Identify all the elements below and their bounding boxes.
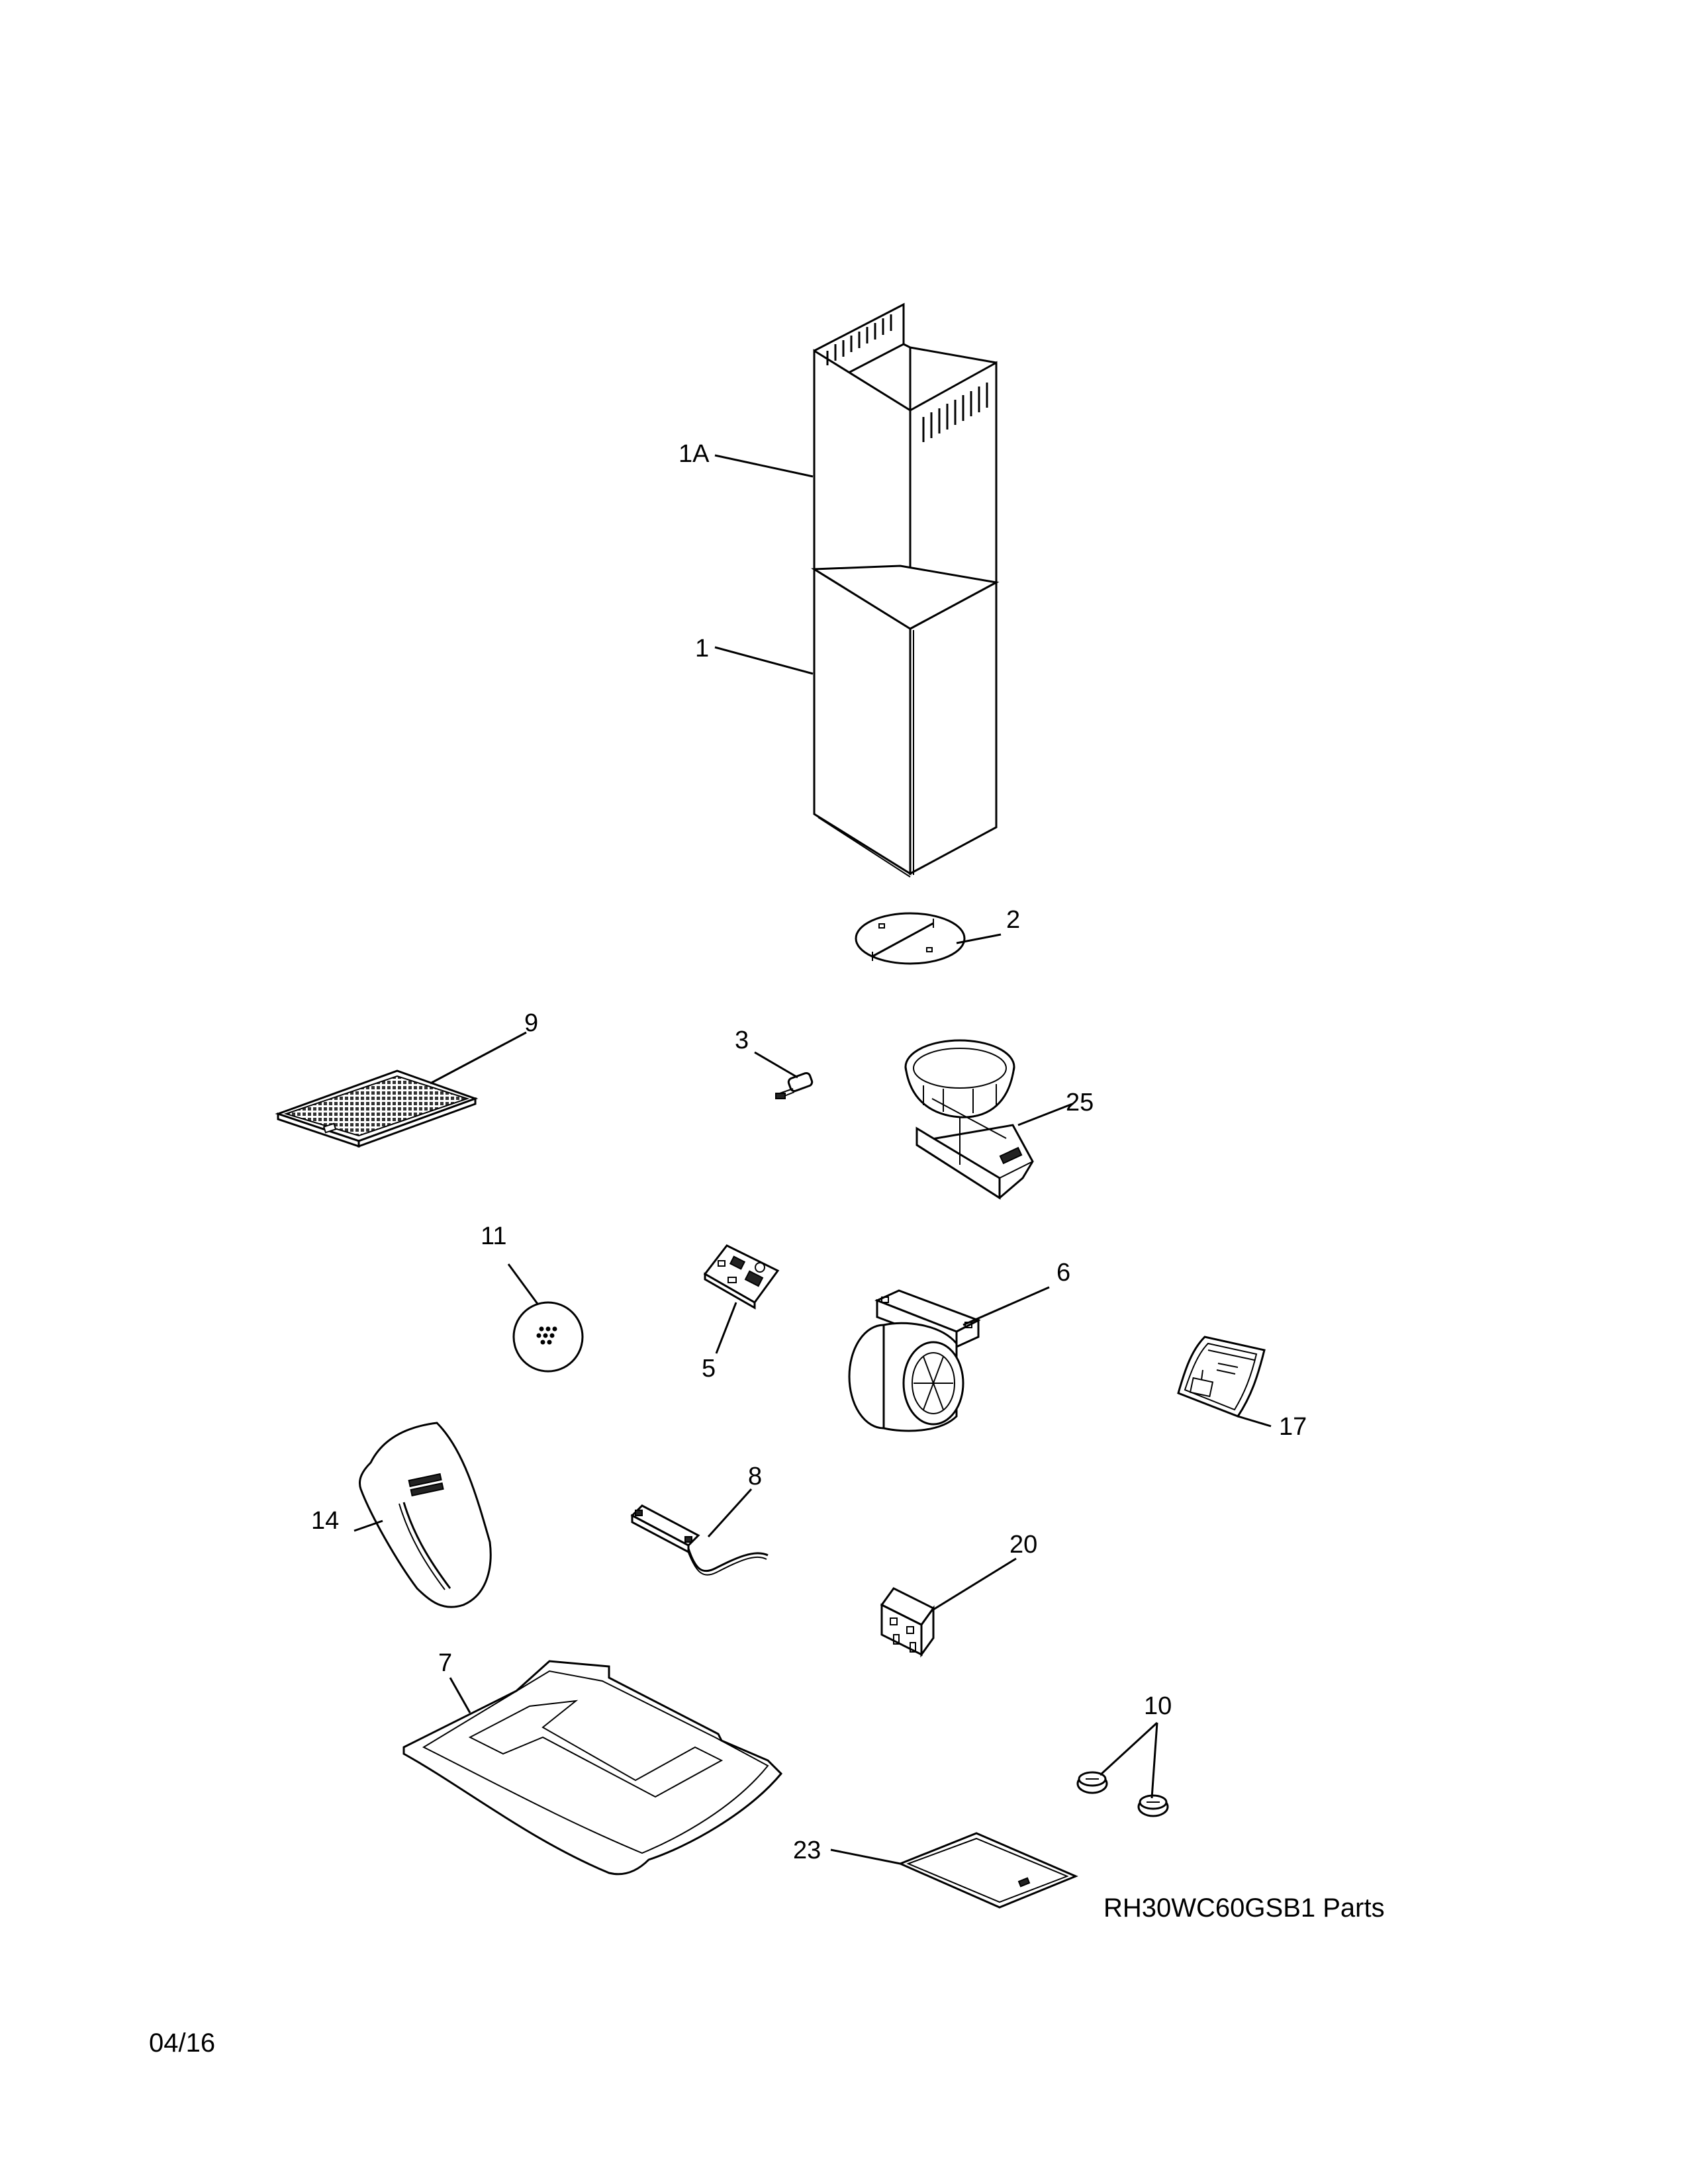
callout-labels: 1A 1 2 3 25 9 11 5 6 17 14 8 20 7 10 23	[311, 440, 1307, 1864]
blower-part	[848, 1289, 981, 1432]
capacitor-part	[775, 1071, 814, 1099]
upper-chimney-part	[813, 302, 998, 631]
callout-23: 23	[793, 1837, 821, 1864]
control-board-part	[703, 1244, 780, 1310]
callout-20: 20	[1009, 1531, 1037, 1559]
diagram-title: RH30WC60GSB1 Parts	[1103, 1893, 1385, 1923]
callout-2: 2	[1006, 906, 1020, 934]
light-bulb	[1137, 1794, 1169, 1817]
chimney-vents-right	[922, 383, 988, 442]
callout-7: 7	[438, 1649, 452, 1677]
callout-11: 11	[481, 1222, 506, 1250]
duct-plate-part	[855, 912, 966, 965]
callout-5: 5	[702, 1355, 716, 1383]
leader-lines	[353, 454, 1272, 1865]
power-supply-part	[630, 1504, 769, 1576]
date-code: 04/16	[149, 2028, 215, 2058]
callout-25: 25	[1066, 1089, 1094, 1116]
knob-dots	[536, 1326, 557, 1345]
callout-10: 10	[1144, 1692, 1172, 1720]
control-panel-cover-part	[359, 1422, 492, 1608]
light-bulb	[1076, 1771, 1108, 1794]
lower-chimney-part	[811, 565, 1000, 878]
callout-1: 1	[695, 635, 709, 662]
chimney-vents-left	[826, 314, 892, 365]
glass-canopy-part	[402, 1660, 783, 1876]
hardware-bag-part	[1177, 1336, 1266, 1418]
bracket-part	[880, 1587, 935, 1658]
callout-8: 8	[748, 1463, 762, 1490]
callout-9: 9	[524, 1009, 538, 1037]
grease-filter-part	[275, 1069, 479, 1148]
callout-1a: 1A	[679, 440, 710, 468]
duct-adapter-part	[904, 1039, 1034, 1200]
callout-17: 17	[1279, 1413, 1307, 1441]
callout-3: 3	[735, 1026, 749, 1054]
light-bulbs-part	[1076, 1771, 1169, 1817]
callout-14: 14	[311, 1507, 339, 1535]
chimney-assembly	[811, 302, 1000, 878]
charcoal-filter-part	[898, 1832, 1078, 1909]
callout-6: 6	[1056, 1259, 1070, 1287]
control-knob-part	[512, 1301, 584, 1373]
